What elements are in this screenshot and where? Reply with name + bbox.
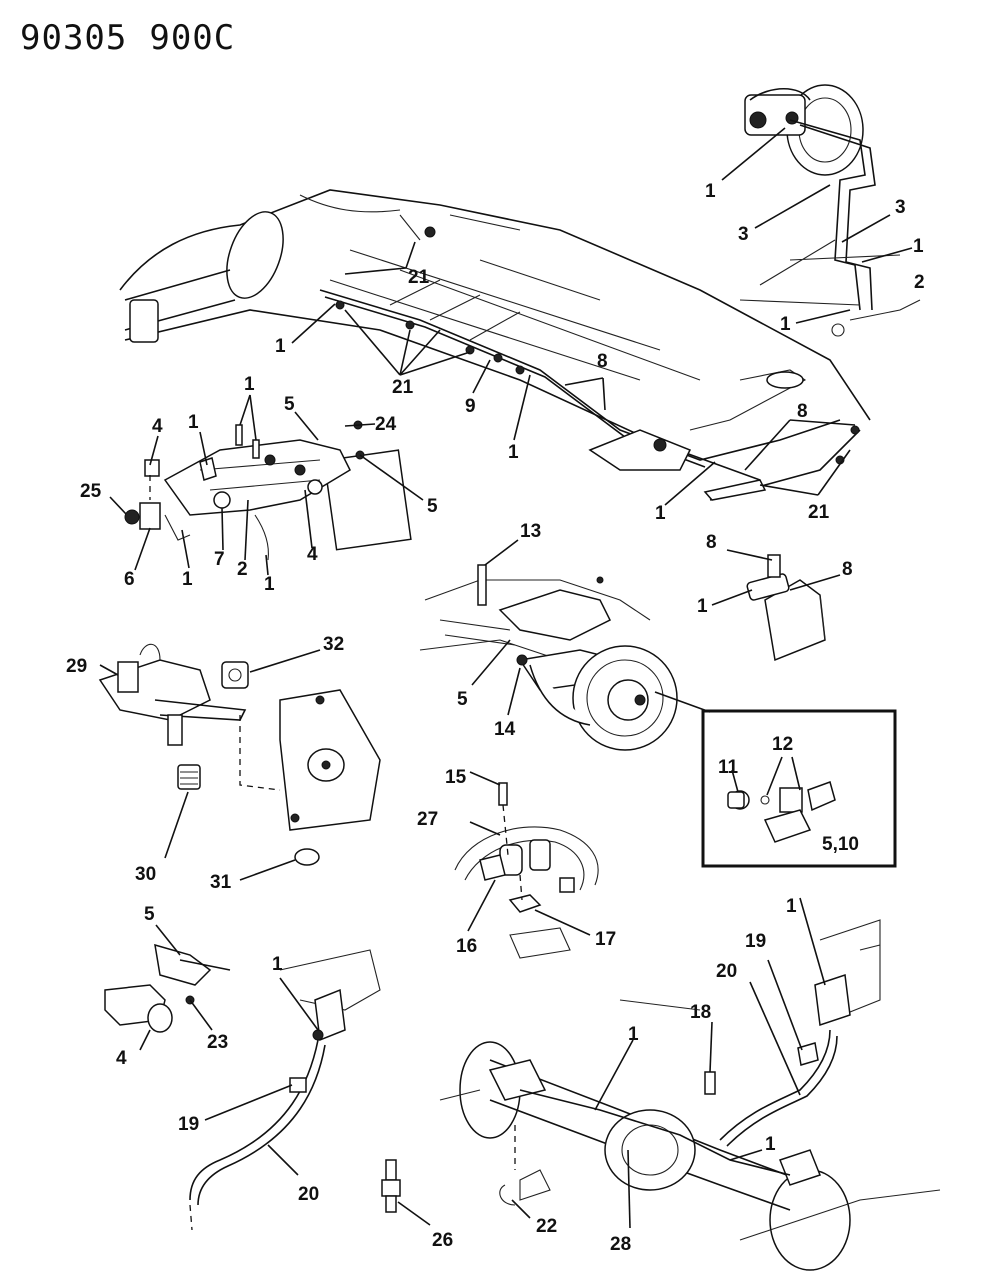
callout-1: 1	[188, 412, 199, 433]
wheel-sensor	[454, 782, 599, 959]
leader-lines-junction	[109, 394, 424, 576]
callout-3: 3	[738, 224, 749, 245]
callout-20: 20	[716, 961, 737, 982]
callout-25: 25	[80, 481, 102, 502]
callout-15: 15	[445, 767, 467, 788]
callout-5: 5	[284, 394, 295, 415]
callout-8: 8	[706, 532, 717, 553]
leader-lines-caliper	[711, 549, 841, 606]
leader-lines-suspension	[471, 539, 711, 716]
callout-5: 5	[457, 689, 468, 710]
leader-lines-lower-valve	[139, 924, 213, 1051]
callout-18: 18	[690, 1002, 711, 1023]
callout-16: 16	[456, 936, 477, 957]
left-rear-hose	[189, 949, 381, 1231]
callout-1: 1	[765, 1134, 776, 1155]
callout-1: 1	[628, 1024, 639, 1045]
callout-8: 8	[597, 351, 608, 372]
callout-2: 2	[914, 272, 925, 293]
callout-1: 1	[508, 442, 519, 463]
callout-1: 1	[272, 954, 283, 975]
callout-1: 1	[786, 896, 797, 917]
callout-14: 14	[494, 719, 516, 740]
callout-1: 1	[244, 374, 255, 395]
lower-left-valve	[104, 943, 231, 1033]
callout-1: 1	[705, 181, 716, 202]
callout-11: 11	[718, 757, 739, 778]
callout-5-10: 5,10	[822, 834, 859, 855]
callout-1: 1	[275, 336, 286, 357]
callout-28: 28	[610, 1234, 631, 1255]
callout-12: 12	[772, 734, 793, 755]
callout-6: 6	[124, 569, 135, 590]
callout-21: 21	[408, 267, 430, 288]
callout-22: 22	[536, 1216, 557, 1237]
callout-1: 1	[182, 569, 193, 590]
callout-4: 4	[116, 1048, 127, 1069]
callout-9: 9	[465, 396, 476, 417]
bleeder-screw	[381, 1159, 431, 1226]
callout-27: 27	[417, 809, 438, 830]
callout-31: 31	[210, 872, 232, 893]
callout-19: 19	[745, 931, 766, 952]
callout-21: 21	[808, 502, 830, 523]
leader-lines-top	[291, 127, 913, 506]
diagram-code-right: 900C	[149, 18, 236, 58]
combination-valve	[98, 643, 381, 866]
callout-21: 21	[392, 377, 414, 398]
callout-26: 26	[432, 1230, 453, 1251]
callout-17: 17	[595, 929, 616, 950]
callout-8: 8	[797, 401, 808, 422]
underbody-frame	[119, 189, 871, 501]
leader-lines-valve	[99, 649, 321, 881]
callout-5: 5	[144, 904, 155, 925]
diagram-code-left: 90305	[20, 18, 128, 58]
callout-7: 7	[214, 549, 225, 570]
rear-axle	[439, 919, 941, 1271]
callout-23: 23	[207, 1032, 228, 1053]
caliper-fitting	[746, 554, 826, 662]
callout-19: 19	[178, 1114, 199, 1135]
callout-1: 1	[780, 314, 791, 335]
callout-1: 1	[655, 503, 666, 524]
callout-5: 5	[427, 496, 438, 517]
callout-13: 13	[520, 521, 541, 542]
callout-labels: 1 3 3 1 2 1 21 1 21 9 1 8 8 1 21 1 4 1 5…	[66, 181, 925, 1255]
callout-1: 1	[913, 236, 924, 257]
leader-lines-left-hose	[204, 977, 319, 1176]
callout-4: 4	[152, 416, 163, 437]
callout-1: 1	[697, 596, 708, 617]
inset-detail-box	[701, 709, 897, 868]
leader-lines-axle	[511, 897, 826, 1229]
callout-29: 29	[66, 656, 87, 677]
leader-lines-inset	[731, 756, 801, 796]
brake-junction-assembly	[124, 420, 412, 561]
diagram-header: 90305 900C	[20, 18, 257, 58]
front-suspension	[419, 564, 678, 751]
callout-1: 1	[264, 574, 275, 595]
callout-4: 4	[307, 544, 318, 565]
callout-8: 8	[842, 559, 853, 580]
callout-32: 32	[323, 634, 344, 655]
leader-lines-sensor	[467, 771, 591, 936]
callout-24: 24	[375, 414, 397, 435]
callout-20: 20	[298, 1184, 319, 1205]
callout-2: 2	[237, 559, 248, 580]
master-cylinder-booster	[739, 84, 921, 337]
callout-3: 3	[895, 197, 906, 218]
callout-30: 30	[135, 864, 156, 885]
